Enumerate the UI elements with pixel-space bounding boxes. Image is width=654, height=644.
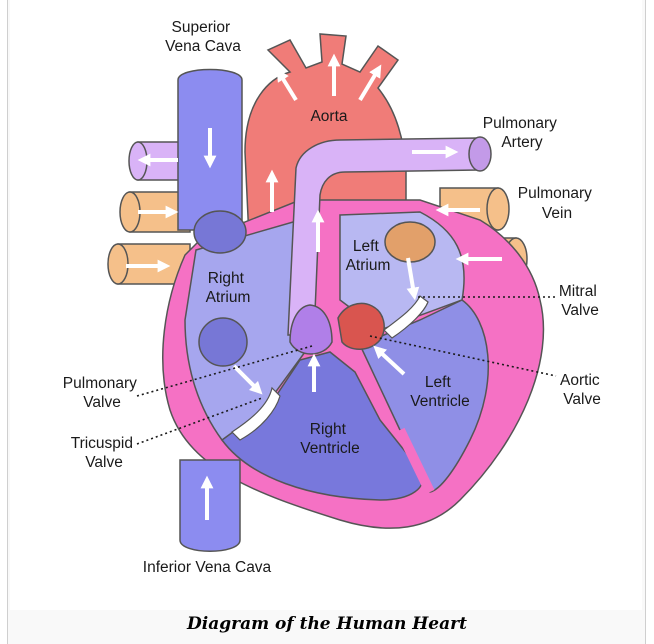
pulmonary-artery-opening xyxy=(469,137,491,171)
label-pulmonary-valve: Pulmonary Valve xyxy=(63,375,141,411)
pulmonary-vein-opening xyxy=(385,222,435,262)
label-pulmonary-vein: Pulmonary Vein xyxy=(518,185,596,222)
label-aortic-valve: Aortic Valve xyxy=(560,372,604,408)
figure-caption: Diagram of the Human Heart xyxy=(0,614,654,634)
label-aorta: Aorta xyxy=(310,108,347,125)
label-pulmonary-artery: Pulmonary Artery xyxy=(483,115,561,151)
svc-opening xyxy=(194,211,246,253)
ivc-opening xyxy=(199,318,247,366)
aortic-valve-shape xyxy=(338,303,384,349)
label-tricuspid-valve: Tricuspid Valve xyxy=(71,435,138,471)
label-superior-vena-cava: Superior Vena Cava xyxy=(165,19,241,55)
label-mitral-valve: Mitral Valve xyxy=(559,283,601,319)
label-inferior-vena-cava: Inferior Vena Cava xyxy=(143,559,272,576)
inferior-vena-cava xyxy=(180,460,240,551)
